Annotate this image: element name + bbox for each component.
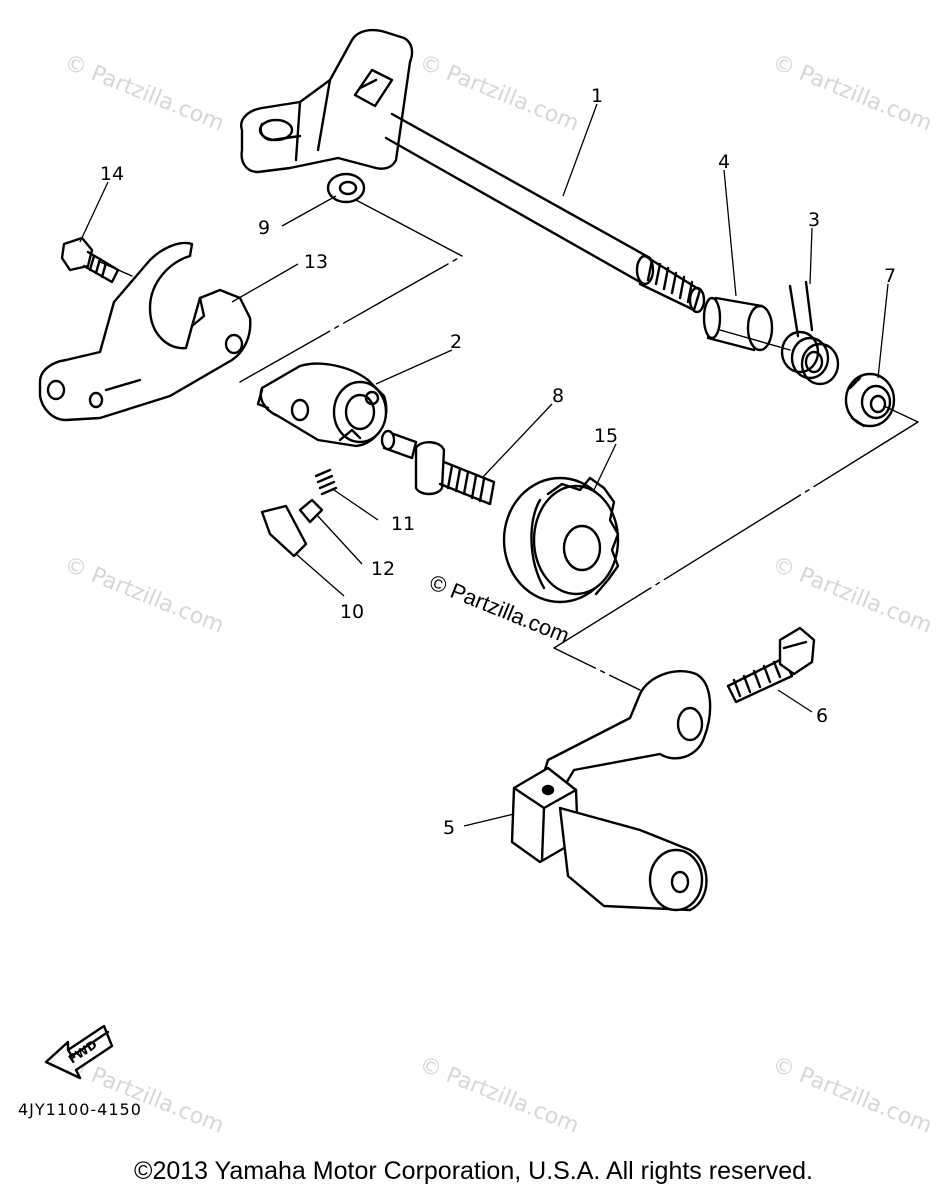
part-8-pin-bolt <box>380 429 496 506</box>
callout-8: 8 <box>552 385 564 407</box>
callout-4: 4 <box>718 151 730 173</box>
part-2-segment <box>256 362 388 448</box>
callout-7: 7 <box>884 265 896 287</box>
callout-15: 15 <box>594 425 618 447</box>
callout-5: 5 <box>443 817 455 839</box>
part-1-shift-shaft <box>240 28 706 314</box>
fwd-arrow-icon <box>44 1024 114 1080</box>
part-14-bolt <box>60 236 120 284</box>
callout-9: 9 <box>258 217 270 239</box>
part-13-guide-plate <box>38 241 252 422</box>
callout-6: 6 <box>816 705 828 727</box>
callout-10: 10 <box>340 601 364 623</box>
callout-3: 3 <box>808 209 820 231</box>
part-11-spring <box>314 468 338 496</box>
part-5-shift-pedal <box>510 670 712 912</box>
callout-12: 12 <box>371 558 395 580</box>
part-9-washer <box>326 172 366 204</box>
copyright-notice: ©2013 Yamaha Motor Corporation, U.S.A. A… <box>134 1157 813 1185</box>
part-10-stopper <box>260 504 308 558</box>
callout-1: 1 <box>591 85 603 107</box>
callout-2: 2 <box>450 331 462 353</box>
callout-11: 11 <box>391 513 415 535</box>
callout-14: 14 <box>100 163 124 185</box>
part-7-oil-seal <box>844 372 896 428</box>
callout-13: 13 <box>304 251 328 273</box>
part-4-bushing <box>702 296 774 352</box>
part-3-spring <box>780 280 840 386</box>
diagram-code: 4JY1100-4150 <box>18 1100 142 1119</box>
part-15-gear <box>502 476 620 604</box>
part-6-bolt <box>726 626 816 704</box>
part-12-pin <box>298 498 324 524</box>
